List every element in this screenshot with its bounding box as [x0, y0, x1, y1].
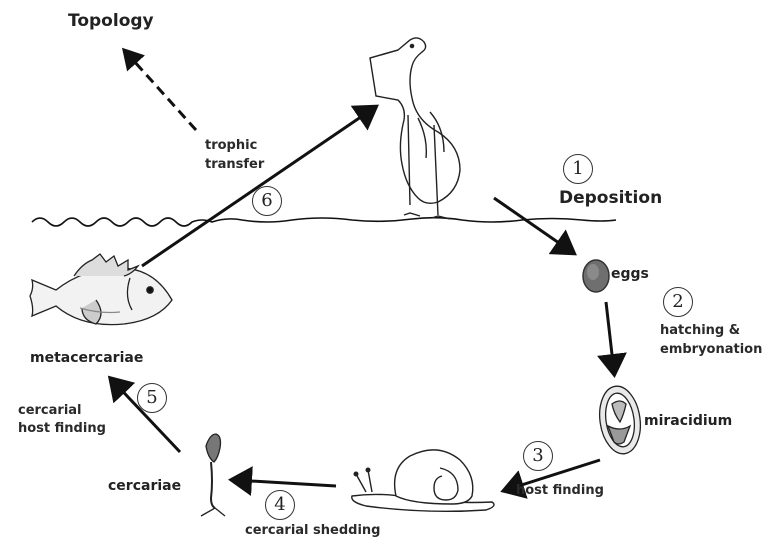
step-6-badge: 6 — [252, 186, 282, 216]
step-2-badge: 2 — [663, 287, 693, 317]
host-finding-label: host finding — [516, 483, 604, 499]
transfer-label: transfer — [205, 157, 264, 173]
heron-icon — [370, 38, 460, 219]
embryonation-label: embryonation — [660, 342, 762, 358]
shedding-arrow — [234, 480, 336, 486]
trophic-label: trophic — [205, 138, 257, 154]
cercarial-label: cercarial — [18, 403, 82, 419]
egg-icon — [583, 260, 609, 292]
eggs-label: eggs — [611, 266, 649, 283]
miracidium-icon — [595, 384, 644, 457]
step-1-badge: 1 — [563, 154, 593, 184]
hatching-label: hatching & — [660, 323, 740, 339]
step-4-badge: 4 — [265, 490, 295, 520]
hatching-arrow — [606, 302, 614, 372]
fish-icon — [30, 254, 172, 325]
topology-label: Topology — [68, 11, 154, 31]
step-3-badge: 3 — [523, 441, 553, 471]
metacercariae-label: metacercariae — [30, 350, 143, 367]
snail-icon — [352, 450, 494, 511]
cercarial-host-finding-label: host finding — [18, 421, 106, 437]
topology-arrow — [124, 50, 196, 130]
cercarial-shedding-label: cercarial shedding — [245, 523, 380, 539]
miracidium-label: miracidium — [644, 413, 732, 430]
trophic-arrow — [142, 108, 374, 266]
cercaria-icon — [201, 434, 225, 516]
step-5-badge: 5 — [137, 383, 167, 413]
cercariae-label: cercariae — [108, 478, 181, 495]
deposition-label: Deposition — [559, 188, 662, 208]
